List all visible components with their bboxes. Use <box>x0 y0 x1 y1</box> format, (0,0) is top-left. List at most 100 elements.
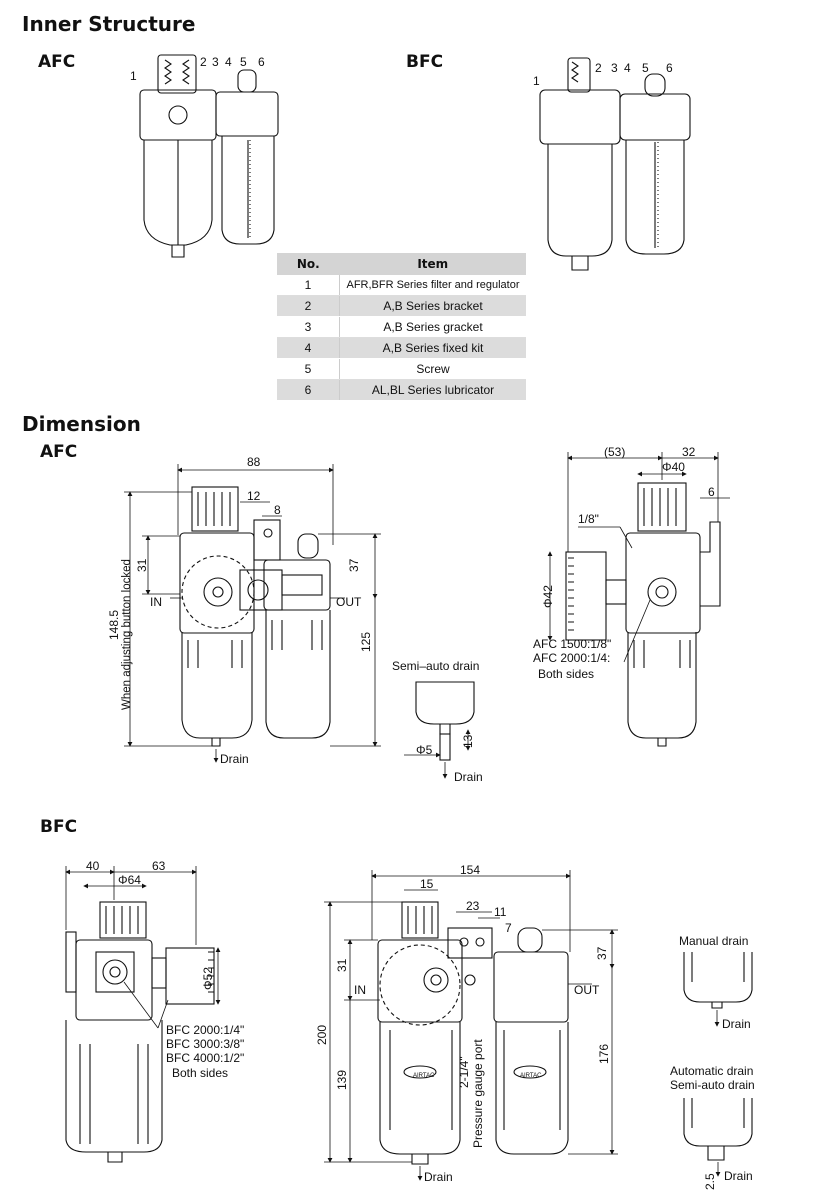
dim-31-label: 31 <box>335 958 349 972</box>
afc-front-dims <box>124 464 381 763</box>
dim-32-label: 32 <box>682 445 696 459</box>
port18-label: 1/8" <box>578 512 599 526</box>
semi-drain-label: Drain <box>454 770 483 784</box>
dim-7-label: 7 <box>505 921 512 935</box>
dim-63-label: 63 <box>152 859 166 873</box>
row-no: 1 <box>277 275 340 296</box>
dim-37-label: 37 <box>595 946 609 960</box>
gauge-port-size: 2-1/4" <box>457 1056 471 1088</box>
manual-drain-drawing <box>683 952 753 1009</box>
afc-front-labels: 88 12 8 37 31 148.5 125 IN OUT When adju… <box>107 455 373 766</box>
locked-note: When adjusting button locked <box>121 559 133 710</box>
row-item: A,B Series gracket <box>339 316 526 338</box>
callout-2: 2 <box>595 61 602 75</box>
bfc-in-label: IN <box>354 983 366 997</box>
afc-front-drawing <box>179 486 331 747</box>
dim-53-label: (53) <box>604 445 625 459</box>
phi42-label: Φ42 <box>541 585 555 608</box>
callout-3: 3 <box>212 55 219 69</box>
brand-logo-right: AIRTAC <box>520 1073 542 1079</box>
bfc-front-dims <box>324 870 618 1181</box>
bfc-side-note2: BFC 3000:3/8" <box>166 1037 244 1051</box>
row-item: A,B Series fixed kit <box>339 337 526 359</box>
afc-side-note2: AFC 2000:1/4: <box>533 651 610 665</box>
phi40-label: Φ40 <box>662 460 685 474</box>
afc-side-labels: (53) 32 Φ40 6 1/8" Φ42 AFC 1500:1/8" AFC… <box>533 445 715 681</box>
row-item: A,B Series bracket <box>339 295 526 317</box>
row-no: 2 <box>277 295 340 317</box>
out-label: OUT <box>336 595 362 609</box>
height-200-label: 200 <box>315 1025 329 1045</box>
afc-side-note3: Both sides <box>538 667 594 681</box>
row-no: 5 <box>277 358 340 380</box>
bfc-drain-label: Drain <box>424 1170 453 1184</box>
height-148-label: 148.5 <box>107 610 121 640</box>
callout-2: 2 <box>200 55 207 69</box>
semi-auto-labels: Semi–auto drain Φ5 13 Drain <box>392 659 483 784</box>
afc-inner-heading: AFC <box>38 52 76 72</box>
bfc-inner-drawing <box>539 57 691 271</box>
phi52-label: Φ52 <box>201 967 215 990</box>
bfc-out-label: OUT <box>574 983 600 997</box>
dim-23-label: 23 <box>466 899 480 913</box>
bfc-inner-heading: BFC <box>406 52 444 72</box>
row-item: AFR,BFR Series filter and regulator <box>339 275 526 296</box>
in-label: IN <box>150 595 162 609</box>
dim-37-label: 37 <box>347 558 361 572</box>
auto-drain-drawing <box>683 1098 753 1161</box>
dim-11-label: 11 <box>494 905 507 919</box>
semi-auto-dims <box>404 729 471 779</box>
dim-125-label: 125 <box>359 632 373 652</box>
semi-auto-drawing <box>415 681 475 761</box>
dim-40-label: 40 <box>86 859 100 873</box>
dim-6-label: 6 <box>708 485 715 499</box>
afc-side-dims <box>547 452 730 663</box>
afc-inner-drawing <box>139 54 279 258</box>
dimension-heading: Dimension <box>22 412 141 436</box>
auto-drain-25: 2.5 <box>703 1173 717 1190</box>
dim-15-label: 15 <box>420 877 434 891</box>
dim-139-label: 139 <box>335 1070 349 1090</box>
parts-table-header: No. Item <box>277 253 526 275</box>
callout-4: 4 <box>624 61 631 75</box>
gauge-port-label: Pressure gauge port <box>471 1039 485 1148</box>
phi64-label: Φ64 <box>118 873 141 887</box>
manual-drain-drain: Drain <box>722 1017 751 1031</box>
bfc-side-labels: 40 63 Φ64 Φ52 BFC 2000:1/4" BFC 3000:3/8… <box>86 859 244 1080</box>
col-item-header: Item <box>339 253 526 275</box>
bfc-front-drawing <box>377 901 569 1165</box>
manual-drain-title: Manual drain <box>679 934 748 948</box>
auto-drain-drain: Drain <box>724 1169 753 1183</box>
bfc-side-dims <box>65 866 221 1029</box>
bfc-side-note3: BFC 4000:1/2" <box>166 1051 244 1065</box>
callout-5: 5 <box>642 61 649 75</box>
bfc-side-note1: BFC 2000:1/4" <box>166 1023 244 1037</box>
callout-4: 4 <box>225 55 232 69</box>
bfc-front-labels: 154 15 23 11 7 31 37 IN OUT 200 139 176 … <box>315 863 611 1184</box>
callout-6: 6 <box>258 55 265 69</box>
auto-drain-title1: Automatic drain <box>670 1064 753 1078</box>
drain-label: Drain <box>220 752 249 766</box>
row-no: 6 <box>277 379 340 401</box>
col-no-header: No. <box>277 253 340 275</box>
dim-12-label: 12 <box>247 489 261 503</box>
bfc-inner-callouts: 1 2 3 4 5 6 <box>533 61 673 88</box>
semi-auto-title: Semi–auto drain <box>392 659 479 673</box>
auto-drain-title2: Semi-auto drain <box>670 1078 755 1092</box>
bfc-side-drawing <box>65 901 215 1163</box>
bfc-width-label: 154 <box>460 863 480 877</box>
afc-side-note1: AFC 1500:1/8" <box>533 637 611 651</box>
row-no: 4 <box>277 337 340 359</box>
dim-8-label: 8 <box>274 503 281 517</box>
dim-176-label: 176 <box>597 1044 611 1064</box>
callout-5: 5 <box>240 55 247 69</box>
brand-logo-left: AIRTAC <box>413 1073 435 1079</box>
row-item: AL,BL Series lubricator <box>339 379 526 401</box>
afc-inner-callouts: 1 2 3 4 5 6 <box>130 55 265 83</box>
